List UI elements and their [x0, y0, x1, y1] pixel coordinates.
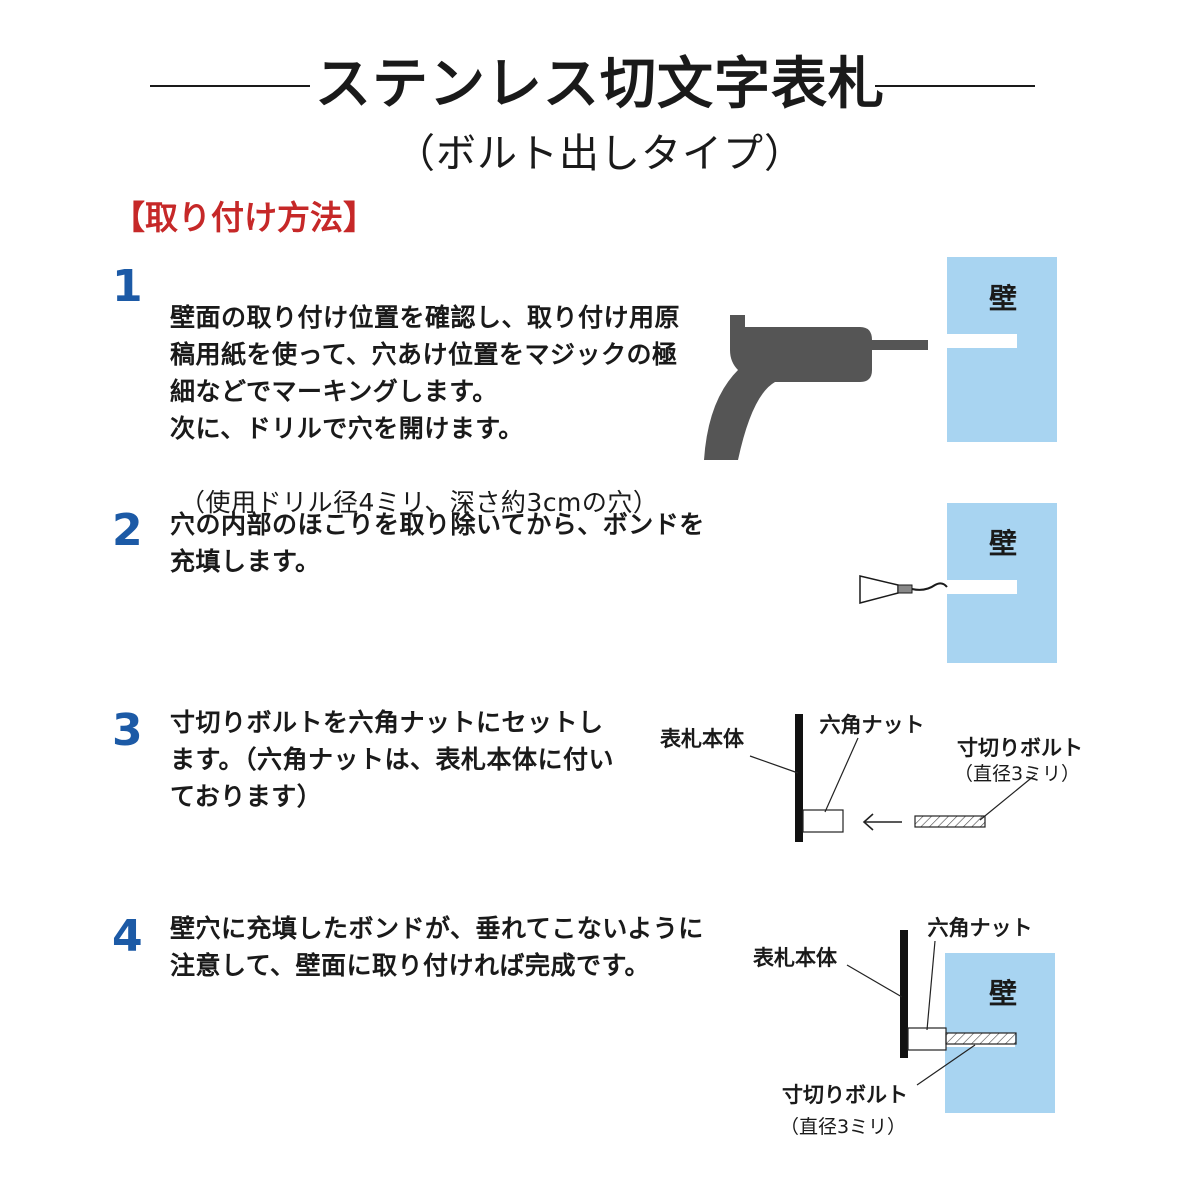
page-subtitle: （ボルト出しタイプ）: [395, 131, 805, 177]
step-1-note: （使用ドリル径4ミリ、深さ約3cmの穴）: [180, 488, 659, 517]
hex-nut: [907, 1027, 947, 1051]
drill-diagram: 壁: [704, 257, 1057, 460]
wall-label: 壁: [989, 977, 1017, 1010]
bolt-setup-diagram: 表札本体 六角ナット 寸切りボルト （直径3ミリ）: [660, 713, 1083, 842]
title-rule-right: [875, 85, 1035, 87]
drill-icon: [704, 315, 928, 460]
drilled-hole: [947, 334, 1017, 348]
step-1-number: 1: [112, 261, 143, 312]
step-3-number: 3: [112, 705, 143, 756]
plate-label: 表札本体: [660, 727, 745, 751]
bolt-label: 寸切りボルト: [782, 1083, 908, 1107]
bond-diagram: 壁: [859, 503, 1057, 663]
nut-label: 六角ナット: [928, 916, 1033, 940]
section-heading: 【取り付け方法】: [112, 198, 376, 237]
wall-block: [947, 257, 1057, 442]
nameplate-body: [795, 714, 803, 842]
bond-nozzle-icon: [859, 575, 948, 604]
step-4-number: 4: [112, 911, 143, 962]
bolt-label: 寸切りボルト: [957, 736, 1083, 760]
installed-diagram: 壁 表札本体 六角ナット 寸切りボルト （直径3ミリ）: [753, 916, 1055, 1138]
wall-label: 壁: [989, 282, 1017, 315]
step-1-instructions: 壁面の取り付け位置を確認し、取り付け用原 稿用紙を使って、穴あけ位置をマジックの…: [170, 303, 681, 443]
threaded-bolt: [945, 1032, 1017, 1045]
page-title: ステンレス切文字表札: [315, 52, 885, 117]
step-2-text: 穴の内部のほこりを取り除いてから、ボンドを 充填します。: [170, 510, 705, 576]
drilled-hole: [947, 580, 1017, 594]
plate-label: 表札本体: [753, 946, 838, 970]
nameplate-body: [900, 930, 908, 1058]
nut-label: 六角ナット: [820, 713, 925, 737]
step-2-number: 2: [112, 505, 143, 556]
step-4-text: 壁穴に充填したボンドが、垂れてこないように 注意して、壁面に取り付ければ完成です…: [170, 914, 704, 980]
left-arrow-icon: [862, 813, 902, 831]
hex-nut: [802, 809, 844, 833]
wall-label: 壁: [989, 527, 1017, 560]
title-rule-left: [150, 85, 310, 87]
bolt-diameter-label: （直径3ミリ）: [954, 763, 1080, 785]
threaded-bolt: [914, 815, 986, 828]
bolt-diameter-label: （直径3ミリ）: [780, 1116, 906, 1138]
step-3-text: 寸切りボルトを六角ナットにセットし ます。（六角ナットは、表札本体に付い ており…: [170, 708, 615, 811]
step-1-text: 壁面の取り付け位置を確認し、取り付け用原 稿用紙を使って、穴あけ位置をマジックの…: [170, 262, 680, 521]
